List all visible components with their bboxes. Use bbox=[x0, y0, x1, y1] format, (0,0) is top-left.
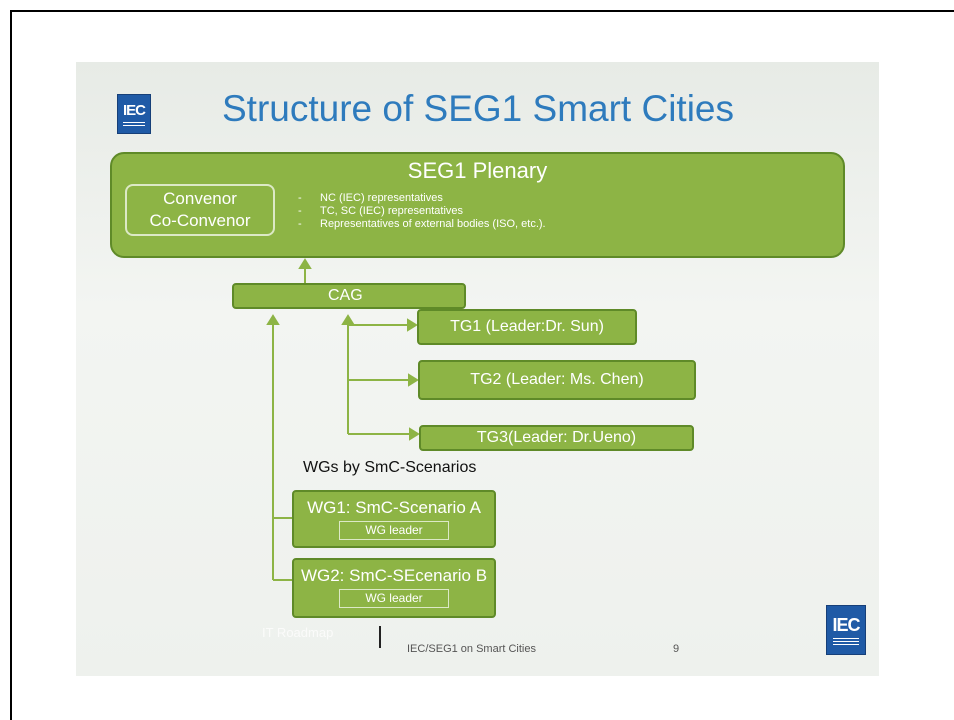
rep-tc-sc: TC, SC (IEC) representatives bbox=[320, 205, 464, 217]
bullet-dash: - bbox=[298, 192, 302, 204]
convenor-box: Convenor Co-Convenor bbox=[125, 184, 275, 236]
logo-text: IEC bbox=[122, 101, 146, 119]
bullet-dash: - bbox=[298, 205, 302, 217]
wgs-label: WGs by SmC-Scenarios bbox=[303, 459, 477, 476]
arrow-head-wg-trunk bbox=[266, 314, 280, 325]
iec-logo-top: IEC bbox=[117, 94, 151, 134]
iec-logo-bottom: IEC bbox=[826, 605, 866, 655]
wg2-title: WG2: SmC-SEcenario B bbox=[300, 566, 488, 585]
arrow-head-tg2 bbox=[408, 373, 419, 387]
page-frame bbox=[10, 10, 954, 720]
wg1-box: WG1: SmC-Scenario A WG leader bbox=[292, 490, 496, 548]
cag-box: CAG bbox=[232, 283, 466, 309]
arrow-head-plenary bbox=[298, 258, 312, 269]
plenary-box: SEG1 Plenary Convenor Co-Convenor - NC (I… bbox=[110, 152, 845, 258]
convenor-label: Convenor bbox=[163, 189, 237, 208]
logo-text: IEC bbox=[832, 614, 860, 635]
slide-title: Structure of SEG1 Smart Cities bbox=[222, 88, 735, 129]
arrow-head-tg1 bbox=[407, 318, 418, 332]
text-cursor-icon bbox=[379, 626, 381, 648]
co-convenor-label: Co-Convenor bbox=[149, 211, 251, 230]
wg2-box: WG2: SmC-SEcenario B WG leader bbox=[292, 558, 496, 618]
rep-nc: NC (IEC) representatives bbox=[320, 192, 443, 204]
wg1-title: WG1: SmC-Scenario A bbox=[307, 498, 481, 517]
tg1-box: TG1 (Leader:Dr. Sun) bbox=[417, 309, 637, 345]
arrow-head-tg3 bbox=[409, 427, 420, 441]
wg1-leader: WG leader bbox=[339, 521, 449, 540]
tg2-box: TG2 (Leader: Ms. Chen) bbox=[418, 360, 696, 400]
representatives-list: - NC (IEC) representatives - TC, SC (IEC) … bbox=[298, 192, 546, 231]
rep-external: Representatives of external bodies (ISO,… bbox=[320, 218, 546, 230]
arrow-head-tg-trunk bbox=[341, 314, 355, 325]
bullet-dash: - bbox=[298, 218, 302, 230]
ghost-text: IT Roadmap bbox=[262, 625, 334, 640]
tg3-box: TG3(Leader: Dr.Ueno) bbox=[419, 425, 694, 451]
page-number: 9 bbox=[673, 643, 680, 655]
wg2-leader: WG leader bbox=[339, 589, 449, 608]
footer-text: IEC/SEG1 on Smart Cities bbox=[407, 643, 536, 655]
plenary-title: SEG1 Plenary bbox=[407, 158, 548, 183]
